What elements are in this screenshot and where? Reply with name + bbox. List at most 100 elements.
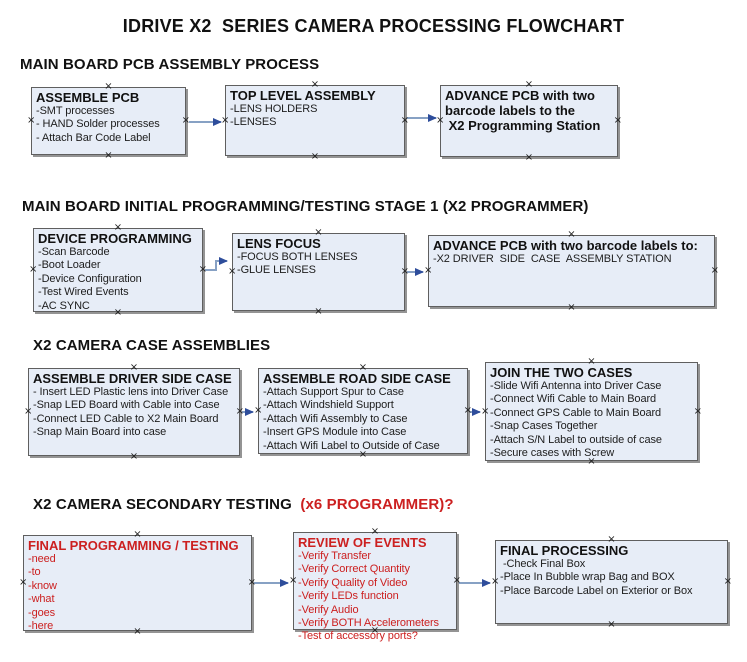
flow-box-top-level-assembly: TOP LEVEL ASSEMBLY -LENS HOLDERS-LENSES …	[221, 80, 409, 162]
anchor-x-mark: ×	[228, 266, 237, 277]
anchor-x-mark: ×	[235, 406, 244, 417]
flow-box-assemble-driver-side-case: ASSEMBLE DRIVER SIDE CASE - Insert LED P…	[24, 363, 244, 462]
flow-box-lens-focus: LENS FOCUS -FOCUS BOTH LENSES-GLUE LENSE…	[228, 228, 409, 317]
anchor-x-mark: ×	[129, 451, 139, 462]
anchor-x-mark: ×	[24, 406, 33, 417]
anchor-x-mark: ×	[221, 114, 230, 126]
box-item: -SMT processes	[36, 105, 115, 117]
box-item: -here	[28, 620, 54, 633]
box-item: -Connect Wifi Cable to Main Board	[490, 393, 657, 406]
flow-box-final-processing: FINAL PROCESSING -Check Final Box-Place …	[491, 535, 732, 630]
box-title: ASSEMBLE DRIVER SIDE CASE	[33, 371, 232, 386]
anchor-x-mark: ×	[710, 265, 719, 276]
section-heading-initial-programming: MAIN BOARD INITIAL PROGRAMMING/TESTING S…	[22, 198, 589, 215]
anchor-x-mark: ×	[607, 619, 616, 630]
anchor-x-mark: ×	[247, 577, 256, 588]
anchor-x-mark: ×	[254, 405, 263, 416]
box-item: -Place Barcode Label on Exterior or Box	[500, 584, 693, 597]
box-items: -X2 DRIVER SIDE CASE ASSEMBLY STATION	[433, 253, 710, 266]
box-item: -Verify Transfer	[298, 550, 371, 562]
anchor-x-mark: ×	[524, 152, 534, 163]
box-item: -Boot Loader	[38, 259, 101, 272]
box-items: -FOCUS BOTH LENSES-GLUE LENSES	[237, 251, 400, 278]
anchor-x-mark: ×	[452, 575, 461, 586]
box-items: -Check Final Box-Place In Bubble wrap Ba…	[500, 558, 723, 598]
anchor-x-mark: ×	[463, 405, 472, 416]
box-item: -LENSES	[230, 116, 277, 129]
anchor-x-mark: ×	[436, 115, 445, 126]
anchor-x-mark: ×	[314, 306, 323, 317]
page-title: IDRIVE X2 SERIES CAMERA PROCESSING FLOWC…	[122, 16, 625, 36]
anchor-x-mark: ×	[424, 265, 433, 276]
box-item: -GLUE LENSES	[237, 264, 316, 277]
box-item: -Insert GPS Module into Case	[263, 426, 407, 439]
box-items: - Insert LED Plastic lens into Driver Ca…	[33, 386, 235, 440]
box-item: -Verify Quality of Video	[298, 576, 408, 589]
box-item: -Attach Wifi Assembly to Case	[263, 412, 408, 425]
section-heading-case-assemblies: X2 CAMERA CASE ASSEMBLIES	[33, 337, 271, 354]
anchor-x-mark: ×	[723, 576, 732, 587]
box-item: -Verify LEDs function	[298, 590, 399, 603]
box-title: ASSEMBLE ROAD SIDE CASE	[263, 371, 451, 386]
box-item: -X2 DRIVER SIDE CASE ASSEMBLY STATION	[433, 253, 672, 265]
anchor-x-mark: ×	[613, 115, 622, 126]
box-item: -Connect LED Cable to X2 Main Board	[33, 412, 219, 425]
box-title: ADVANCE PCB with two barcode labels to:	[433, 238, 698, 253]
box-item: -Attach Wifi Label to Outside of Case	[263, 439, 440, 452]
anchor-x-mark: ×	[400, 266, 409, 277]
anchor-x-mark: ×	[693, 405, 702, 417]
box-item: -Attach Support Spur to Case	[263, 386, 404, 398]
anchor-x-mark: ×	[181, 115, 190, 126]
flow-box-assemble-road-side-case: ASSEMBLE ROAD SIDE CASE -Attach Support …	[254, 363, 472, 460]
flow-box-device-programming: DEVICE PROGRAMMING -Scan Barcode-Boot Lo…	[29, 223, 207, 318]
box-title: REVIEW OF EVENTS	[298, 535, 427, 550]
box-item: -to	[28, 566, 41, 579]
anchor-x-mark: ×	[29, 264, 38, 275]
box-item: -know	[28, 579, 57, 592]
box-item: -Verify Audio	[298, 603, 359, 616]
box-item: -need	[28, 553, 56, 565]
section-heading-red-part: (x6 PROGRAMMER)?	[300, 496, 454, 513]
box-title: FINAL PROCESSING	[500, 543, 629, 558]
box-title: ASSEMBLE PCB	[36, 90, 140, 105]
box-title: JOIN THE TWO CASES	[490, 365, 633, 380]
anchor-x-mark: ×	[198, 264, 207, 275]
flow-box-assemble-pcb: ASSEMBLE PCB -SMT processes- HAND Solder…	[27, 82, 190, 161]
anchor-x-mark: ×	[19, 577, 28, 588]
box-item: -FOCUS BOTH LENSES	[237, 251, 358, 263]
box-title: LENS FOCUS	[237, 236, 321, 251]
box-item: -Connect GPS Cable to Main Board	[490, 406, 662, 419]
box-title: FINAL PROGRAMMING / TESTING	[28, 538, 239, 553]
flow-box-advance-pcb-driver-side: ADVANCE PCB with two barcode labels to: …	[424, 230, 719, 313]
box-items: -LENS HOLDERS-LENSES	[230, 103, 400, 130]
flow-box-advance-pcb-programming-station: ADVANCE PCB with two barcode labels to t…	[436, 80, 622, 163]
box-items: -need-to-know-what-goes-here	[28, 553, 247, 633]
box-item: -Verify BOTH Accelerometers	[298, 617, 439, 630]
anchor-x-mark: ×	[400, 114, 409, 126]
flow-box-join-the-two-cases: JOIN THE TWO CASES -Slide Wifi Antenna i…	[481, 357, 702, 467]
box-item: -Secure cases with Screw	[490, 447, 615, 460]
box-item: -Slide Wifi Antenna into Driver Case	[490, 380, 662, 392]
box-items: -Attach Support Spur to Case-Attach Wind…	[263, 386, 463, 453]
flow-box-review-of-events: REVIEW OF EVENTS -Verify Transfer-Verify…	[289, 527, 461, 643]
box-title: ADVANCE PCB with two barcode labels to t…	[445, 88, 601, 133]
box-item: -Check Final Box	[500, 558, 586, 570]
box-item: - HAND Solder processes	[36, 118, 160, 131]
box-item: -Place In Bubble wrap Bag and BOX	[500, 571, 675, 584]
box-item: -Snap Cases Together	[490, 420, 598, 433]
flow-arrow-deviceprog-to-lensfocus	[205, 257, 228, 271]
box-items: -Slide Wifi Antenna into Driver Case-Con…	[490, 380, 693, 460]
anchor-x-mark: ×	[289, 575, 298, 586]
section-heading-pcb-assembly: MAIN BOARD PCB ASSEMBLY PROCESS	[20, 56, 320, 73]
box-item: -LENS HOLDERS	[230, 103, 318, 115]
box-item: -Snap Main Board into case	[33, 426, 167, 439]
anchor-x-mark: ×	[567, 302, 576, 313]
section-heading-black-part: X2 CAMERA SECONDARY TESTING	[33, 496, 301, 513]
box-item: -Snap LED Board with Cable into Case	[33, 399, 220, 412]
box-item: -AC SYNC	[38, 299, 90, 312]
box-items: -Scan Barcode-Boot Loader-Device Configu…	[38, 246, 198, 313]
box-item: -Attach S/N Label to outside of case	[490, 433, 662, 446]
box-items: -Verify Transfer-Verify Correct Quantity…	[298, 550, 452, 644]
anchor-x-mark: ×	[491, 576, 500, 587]
